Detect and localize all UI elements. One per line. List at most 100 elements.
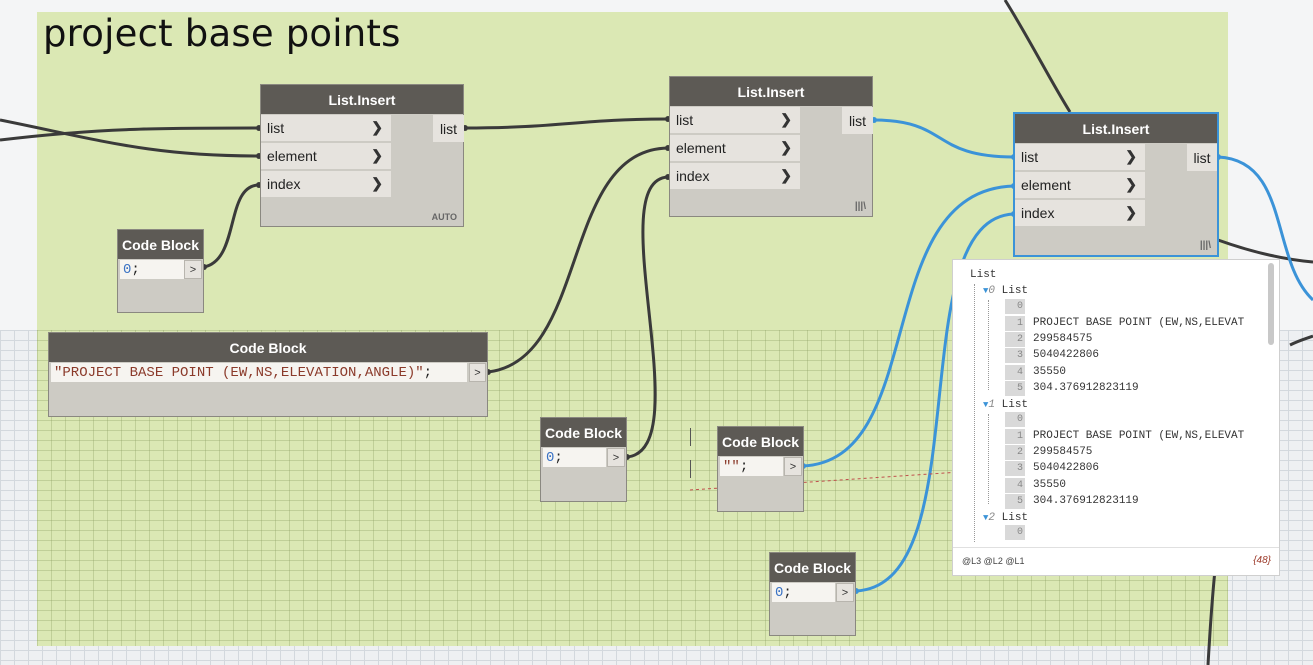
node-title[interactable]: List.Insert (670, 77, 872, 106)
input-port-list[interactable]: list❯ (1015, 144, 1145, 171)
list-item: 0 (1005, 525, 1033, 540)
level-label[interactable]: @L1 (1005, 556, 1025, 566)
code-editor[interactable]: 0; (120, 260, 184, 279)
node-title[interactable]: List.Insert (261, 85, 463, 114)
wire-external-element (0, 118, 260, 158)
output-port[interactable]: > (836, 583, 854, 602)
item-index: 0 (1005, 525, 1025, 540)
input-port-element[interactable]: element❯ (1015, 172, 1145, 199)
wire-cb5-index (855, 212, 1015, 593)
group-label: List (1001, 399, 1029, 411)
wire-top-external (1003, 0, 1072, 113)
code-block-node-2[interactable]: Code Block "PROJECT BASE POINT (EW,NS,EL… (48, 332, 488, 417)
group-index: 0 (988, 285, 996, 297)
preview-group-0[interactable]: ▼0 List (983, 284, 1028, 299)
lacing-indicator[interactable]: |||\ (854, 201, 866, 212)
list-insert-node-2[interactable]: List.Insert list❯ element❯ index❯ list |… (669, 76, 873, 217)
code-block-node-5[interactable]: Code Block 0; > (769, 552, 856, 636)
output-port[interactable]: > (607, 448, 625, 467)
code-block-node-3[interactable]: Code Block 0; > (540, 417, 627, 502)
code-editor[interactable]: "PROJECT BASE POINT (EW,NS,ELEVATION,ANG… (51, 363, 467, 382)
input-port-element[interactable]: element❯ (670, 135, 800, 162)
list-levels[interactable]: @L3 @L2 @L1 (962, 556, 1025, 566)
level-label[interactable]: @L2 (983, 556, 1003, 566)
code-editor[interactable]: 0; (543, 448, 606, 467)
lacing-indicator[interactable]: |||\ (1199, 240, 1211, 251)
wire-insert2-insert3 (872, 118, 1015, 159)
list-insert-node-3[interactable]: List.Insert list❯ element❯ index ❯ list |… (1013, 112, 1219, 257)
node-title[interactable]: List.Insert (1015, 114, 1217, 143)
preview-group-1[interactable]: ▼1 List (983, 398, 1028, 413)
code-semicolon: ; (739, 458, 749, 475)
input-port-index[interactable]: index❯ (670, 163, 800, 190)
preview-group-2[interactable]: ▼2 List (983, 511, 1028, 526)
wire-right-2 (1289, 334, 1313, 347)
input-port-list[interactable]: list❯ (261, 115, 391, 142)
port-label: index (1021, 205, 1055, 221)
output-port-list[interactable]: list (433, 115, 464, 142)
item-value: 304.376912823119 (1033, 495, 1139, 507)
input-port-index[interactable]: index❯ (261, 171, 391, 198)
chevron-right-icon: ❯ (780, 111, 792, 127)
chevron-right-icon: ❯ (1125, 176, 1137, 192)
level-label[interactable]: @L3 (962, 556, 982, 566)
chevron-right-icon: ❯ (371, 147, 383, 163)
node-title[interactable]: Code Block (770, 553, 855, 582)
output-port-list[interactable]: list (1187, 144, 1217, 171)
list-insert-node-1[interactable]: List.Insert list❯ element❯ index❯ list A… (260, 84, 464, 227)
list-item: 0 (1005, 299, 1033, 314)
output-port-list[interactable]: list (842, 107, 873, 134)
code-block-node-1[interactable]: Code Block 0; > (117, 229, 204, 313)
item-value: PROJECT BASE POINT (EW,NS,ELEVAT (1033, 430, 1245, 442)
tree-line (988, 414, 989, 504)
collapse-triangle-icon[interactable]: ▼ (983, 286, 989, 296)
node-title[interactable]: Code Block (49, 333, 487, 362)
item-value: 35550 (1033, 479, 1067, 491)
wire-insert3-out (1217, 155, 1313, 302)
item-value: 299584575 (1033, 446, 1093, 458)
code-editor[interactable]: 0; (772, 583, 835, 602)
group-label: List (1001, 285, 1029, 297)
port-label: index (676, 168, 710, 184)
node-title[interactable]: Code Block (718, 427, 803, 456)
lacing-indicator[interactable]: AUTO (431, 212, 457, 222)
chevron-right-icon: ❯ (1125, 148, 1137, 164)
item-value: 35550 (1033, 366, 1067, 378)
code-semicolon: ; (783, 584, 792, 601)
chevron-right-icon: ❯ (1125, 204, 1137, 220)
code-editor[interactable]: ""; (720, 457, 783, 476)
collapse-triangle-icon[interactable]: ▼ (983, 400, 989, 410)
item-index: 4 (1005, 478, 1025, 493)
output-port[interactable]: > (469, 363, 486, 382)
input-port-element[interactable]: element❯ (261, 143, 391, 170)
item-value: PROJECT BASE POINT (EW,NS,ELEVAT (1033, 317, 1245, 329)
item-index: 1 (1005, 316, 1025, 331)
item-index: 3 (1005, 461, 1025, 476)
output-port[interactable]: > (784, 457, 802, 476)
code-number: 0 (123, 261, 132, 278)
preview-scrollbar[interactable] (1268, 263, 1274, 345)
input-port-list[interactable]: list❯ (670, 107, 800, 134)
code-block-node-4[interactable]: Code Block ""; > (717, 426, 804, 512)
group-title[interactable]: project base points (43, 12, 401, 55)
code-semicolon: ; (131, 261, 140, 278)
cursor-tick (690, 460, 691, 478)
input-port-index[interactable]: index ❯ (1015, 200, 1145, 227)
output-port[interactable]: > (184, 260, 202, 279)
node-title[interactable]: Code Block (541, 418, 626, 447)
collapse-triangle-icon[interactable]: ▼ (983, 513, 989, 523)
code-number: 0 (775, 584, 784, 601)
chevron-right-icon: ❯ (371, 175, 383, 191)
preview-footer: @L3 @L2 @L1 {48} (953, 547, 1279, 575)
node-title[interactable]: Code Block (118, 230, 203, 259)
